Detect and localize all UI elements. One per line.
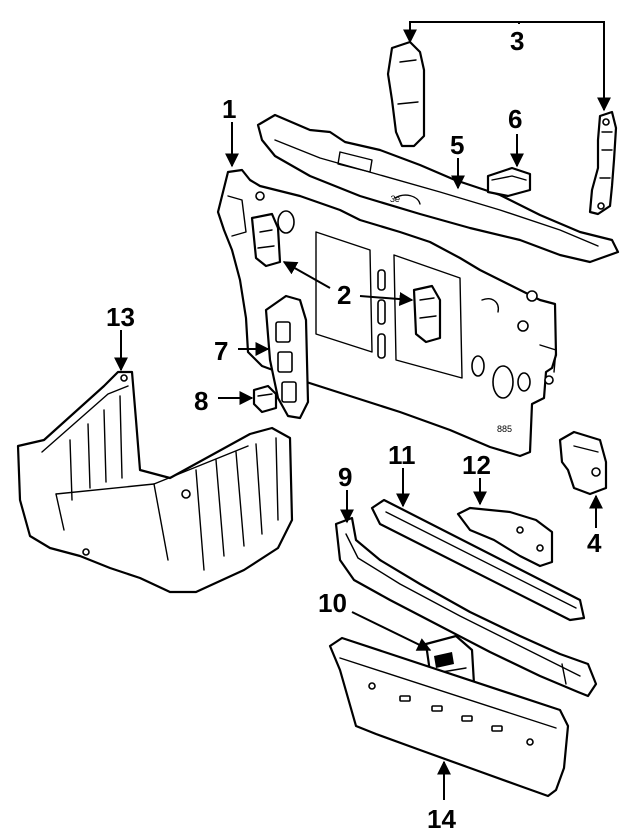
part-1-radiator-support-panel: 885 bbox=[216, 168, 558, 458]
panel-code: 885 bbox=[497, 424, 512, 434]
part-4-bracket bbox=[558, 430, 608, 496]
part-5-upper-tie-bar: 3e bbox=[256, 113, 620, 264]
callout-14: 14 bbox=[427, 804, 456, 834]
callout-11: 11 bbox=[388, 440, 416, 470]
callout-12: 12 bbox=[462, 450, 491, 480]
tie-bar-stamp: 3e bbox=[390, 194, 400, 204]
callout-4: 4 bbox=[587, 528, 602, 558]
part-8-clip bbox=[252, 384, 278, 414]
callout-8: 8 bbox=[194, 386, 208, 416]
part-7-side-bracket bbox=[264, 294, 310, 420]
leader-lines bbox=[114, 21, 611, 800]
callout-5: 5 bbox=[450, 130, 464, 160]
callout-labels: 1 2 3 4 5 6 7 8 9 10 11 12 13 14 bbox=[106, 26, 602, 834]
part-12-bracket bbox=[456, 506, 554, 568]
part-2-left-bracket bbox=[250, 212, 282, 268]
callout-13: 13 bbox=[106, 302, 135, 332]
part-6-bracket bbox=[486, 166, 532, 198]
part-3-latch-support bbox=[386, 40, 618, 216]
part-14-lower-deflector bbox=[328, 636, 570, 798]
callout-6: 6 bbox=[508, 104, 522, 134]
leader-3-bracket bbox=[409, 21, 611, 112]
part-11-lower-tie-bar bbox=[370, 498, 586, 622]
callout-7: 7 bbox=[214, 336, 228, 366]
part-13-splash-shield bbox=[16, 370, 294, 594]
callout-2: 2 bbox=[337, 280, 351, 310]
callout-10: 10 bbox=[318, 588, 347, 618]
part-9-lower-baffle bbox=[334, 516, 598, 698]
callout-1: 1 bbox=[222, 94, 236, 124]
leader-10 bbox=[351, 611, 432, 651]
leader-2a bbox=[282, 261, 331, 289]
callout-3: 3 bbox=[510, 26, 524, 56]
part-2-right-bracket bbox=[412, 284, 442, 344]
callout-9: 9 bbox=[338, 462, 352, 492]
leader-2b bbox=[359, 292, 414, 307]
